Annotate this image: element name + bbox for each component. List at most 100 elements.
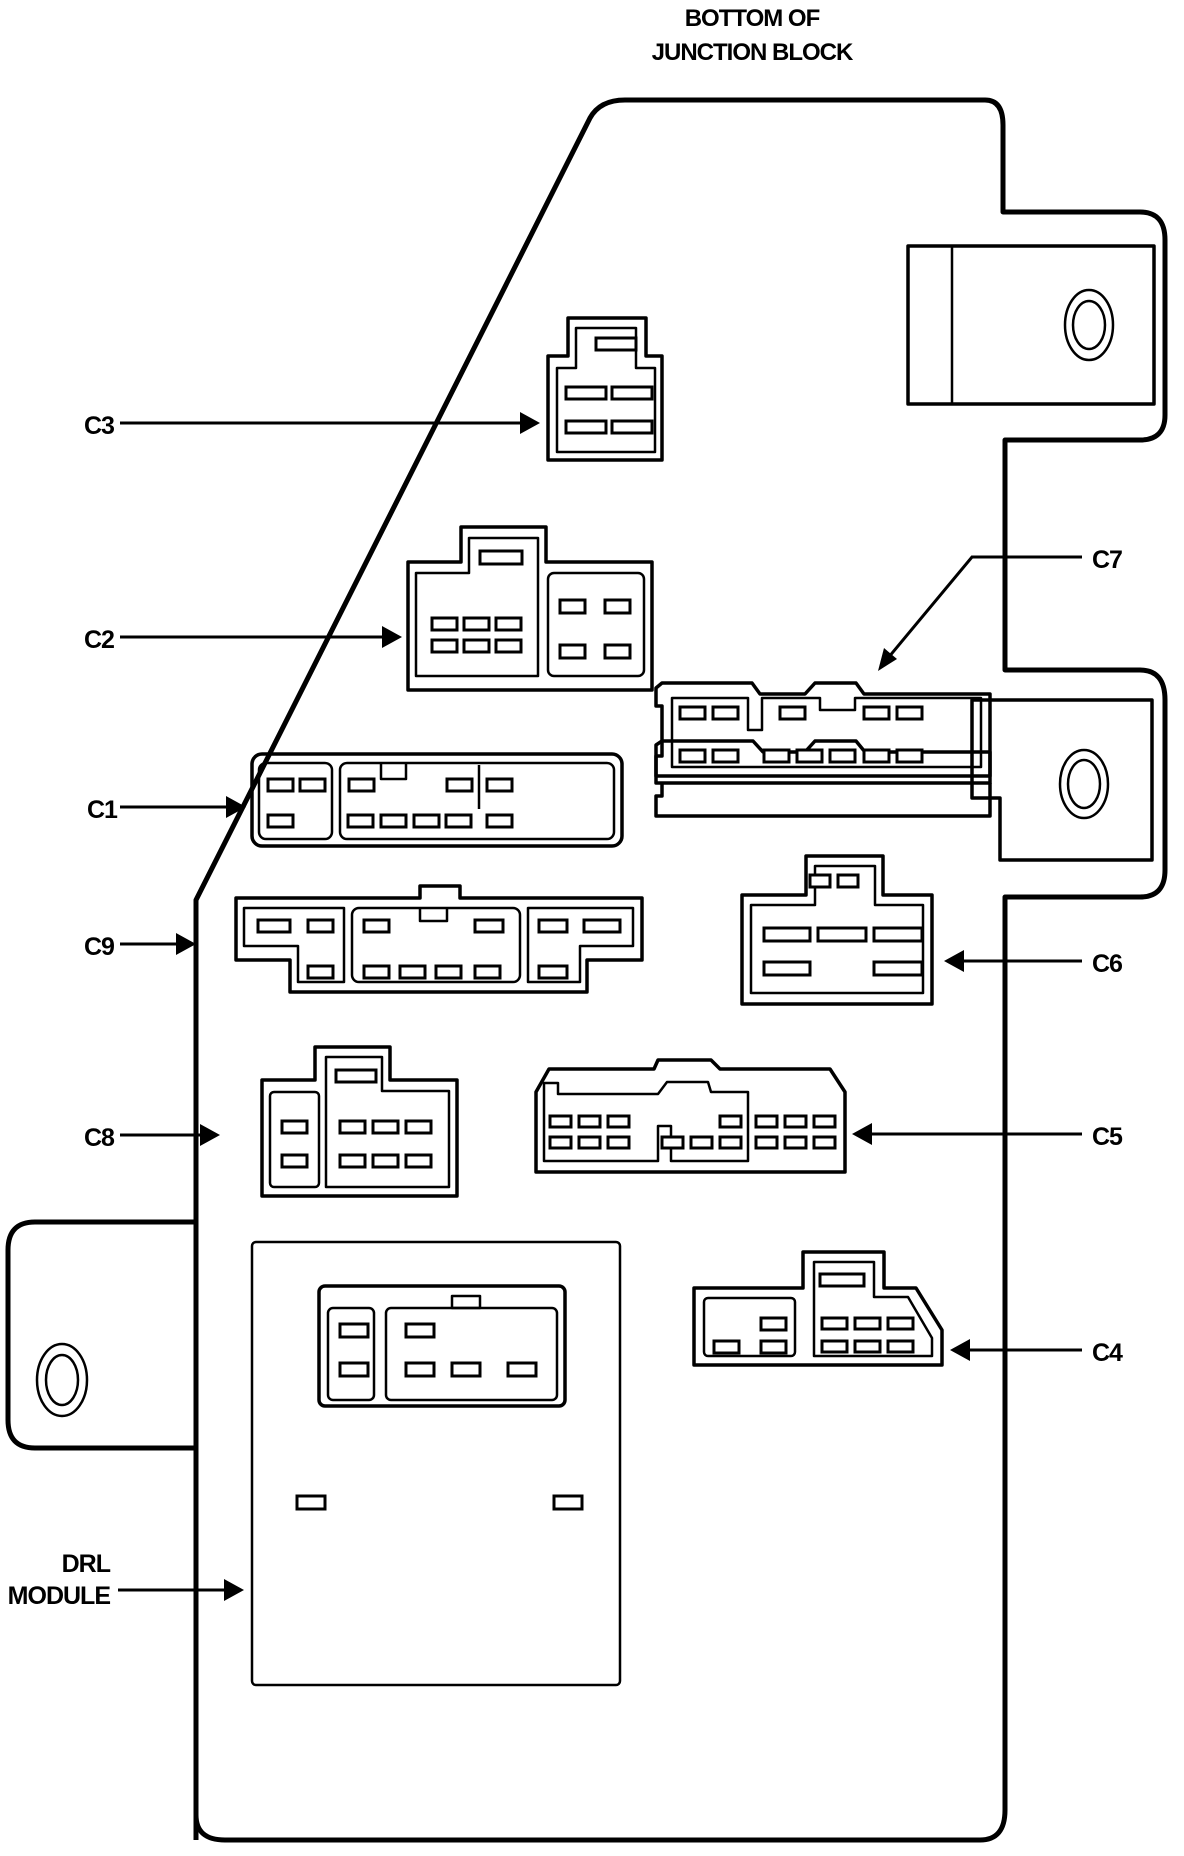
label-c2: C2	[84, 626, 114, 654]
terminal	[256, 918, 292, 934]
connector-c7-body	[654, 681, 992, 778]
terminal	[886, 1316, 915, 1331]
arrow-c1-icon	[226, 796, 246, 818]
terminal	[853, 1316, 882, 1331]
terminal	[379, 813, 408, 829]
terminal	[783, 1135, 808, 1150]
connector-c8[interactable]	[260, 1045, 459, 1198]
terminal	[836, 873, 860, 889]
drl-module[interactable]	[250, 1240, 622, 1687]
terminal	[872, 960, 924, 977]
terminal	[280, 1153, 309, 1169]
label-c5: C5	[1092, 1123, 1123, 1151]
terminal	[404, 1119, 433, 1135]
label-c9: C9	[84, 933, 114, 961]
terminal	[594, 336, 638, 352]
terminal	[537, 964, 569, 980]
terminal	[450, 1361, 482, 1378]
terminal	[689, 1135, 714, 1150]
arrow-c9-icon	[176, 933, 196, 955]
terminal	[895, 748, 924, 764]
label-c3: C3	[84, 412, 114, 440]
connector-c1[interactable]	[250, 752, 624, 848]
terminal	[820, 1339, 849, 1354]
label-drl-line-2: MODULE	[8, 1582, 111, 1610]
terminal	[783, 1114, 808, 1129]
terminal	[338, 1322, 370, 1339]
terminal	[306, 918, 335, 934]
terminal	[404, 1322, 436, 1339]
connector-c3[interactable]	[546, 316, 664, 462]
connector-c2[interactable]	[406, 525, 654, 692]
leader-c7	[886, 555, 1082, 659]
terminal	[872, 926, 924, 943]
terminal	[678, 705, 707, 721]
mounting-hole-icon	[1058, 748, 1110, 820]
terminal	[347, 777, 376, 793]
arrow-c7-icon	[878, 648, 897, 671]
left-mounting-tab	[5, 1219, 196, 1451]
terminal	[711, 705, 740, 721]
terminal	[412, 813, 441, 829]
terminal	[473, 964, 502, 980]
arrow-c2-icon	[382, 626, 402, 648]
terminal	[886, 1339, 915, 1354]
terminal	[266, 813, 295, 829]
terminal	[610, 385, 654, 401]
terminal	[812, 1114, 837, 1129]
arrow-drl-icon	[224, 1579, 244, 1601]
terminal	[828, 748, 857, 764]
terminal	[434, 964, 463, 980]
terminal	[895, 705, 924, 721]
terminal	[398, 964, 427, 980]
terminal	[558, 643, 587, 660]
terminal	[606, 1114, 631, 1129]
terminal	[759, 1316, 788, 1332]
terminal	[754, 1135, 779, 1150]
label-c1: C1	[87, 796, 118, 824]
terminal	[506, 1361, 538, 1378]
terminal	[818, 1272, 866, 1288]
connector-c6[interactable]	[740, 854, 934, 1006]
arrow-c4-icon	[950, 1339, 970, 1361]
terminal	[404, 1361, 436, 1378]
terminal	[762, 748, 791, 764]
terminal	[298, 777, 327, 793]
terminal	[485, 813, 514, 829]
label-c8: C8	[84, 1124, 115, 1152]
terminal	[494, 616, 523, 632]
terminal	[820, 1316, 849, 1331]
terminal	[548, 1135, 573, 1150]
terminal	[346, 813, 375, 829]
label-c6: C6	[1092, 950, 1122, 978]
terminal	[603, 643, 632, 660]
connector-c4-detail	[690, 1248, 950, 1368]
terminal	[862, 748, 891, 764]
terminal	[338, 1361, 370, 1378]
upper-right-bracket	[906, 244, 1156, 406]
terminal	[812, 1135, 837, 1150]
terminal	[494, 638, 523, 654]
terminal	[306, 964, 335, 980]
terminal	[795, 748, 824, 764]
arrow-c3-icon	[520, 412, 540, 434]
terminal	[462, 616, 491, 632]
terminal	[762, 926, 812, 943]
connector-c5[interactable]	[534, 1058, 847, 1174]
terminal	[430, 638, 459, 654]
connector-c9[interactable]	[234, 884, 644, 994]
terminal	[754, 1114, 779, 1129]
terminal	[445, 777, 474, 793]
title-line-1: BOTTOM OF	[685, 5, 820, 32]
label-c4: C4	[1092, 1339, 1123, 1367]
terminal	[548, 1114, 573, 1129]
terminal	[266, 777, 295, 793]
terminal	[430, 616, 459, 632]
terminal	[711, 748, 740, 764]
terminal	[762, 960, 812, 977]
terminal	[295, 1494, 327, 1511]
terminal	[404, 1153, 433, 1169]
arrow-c6-icon	[944, 950, 964, 972]
terminal	[678, 748, 707, 764]
terminal	[371, 1153, 400, 1169]
